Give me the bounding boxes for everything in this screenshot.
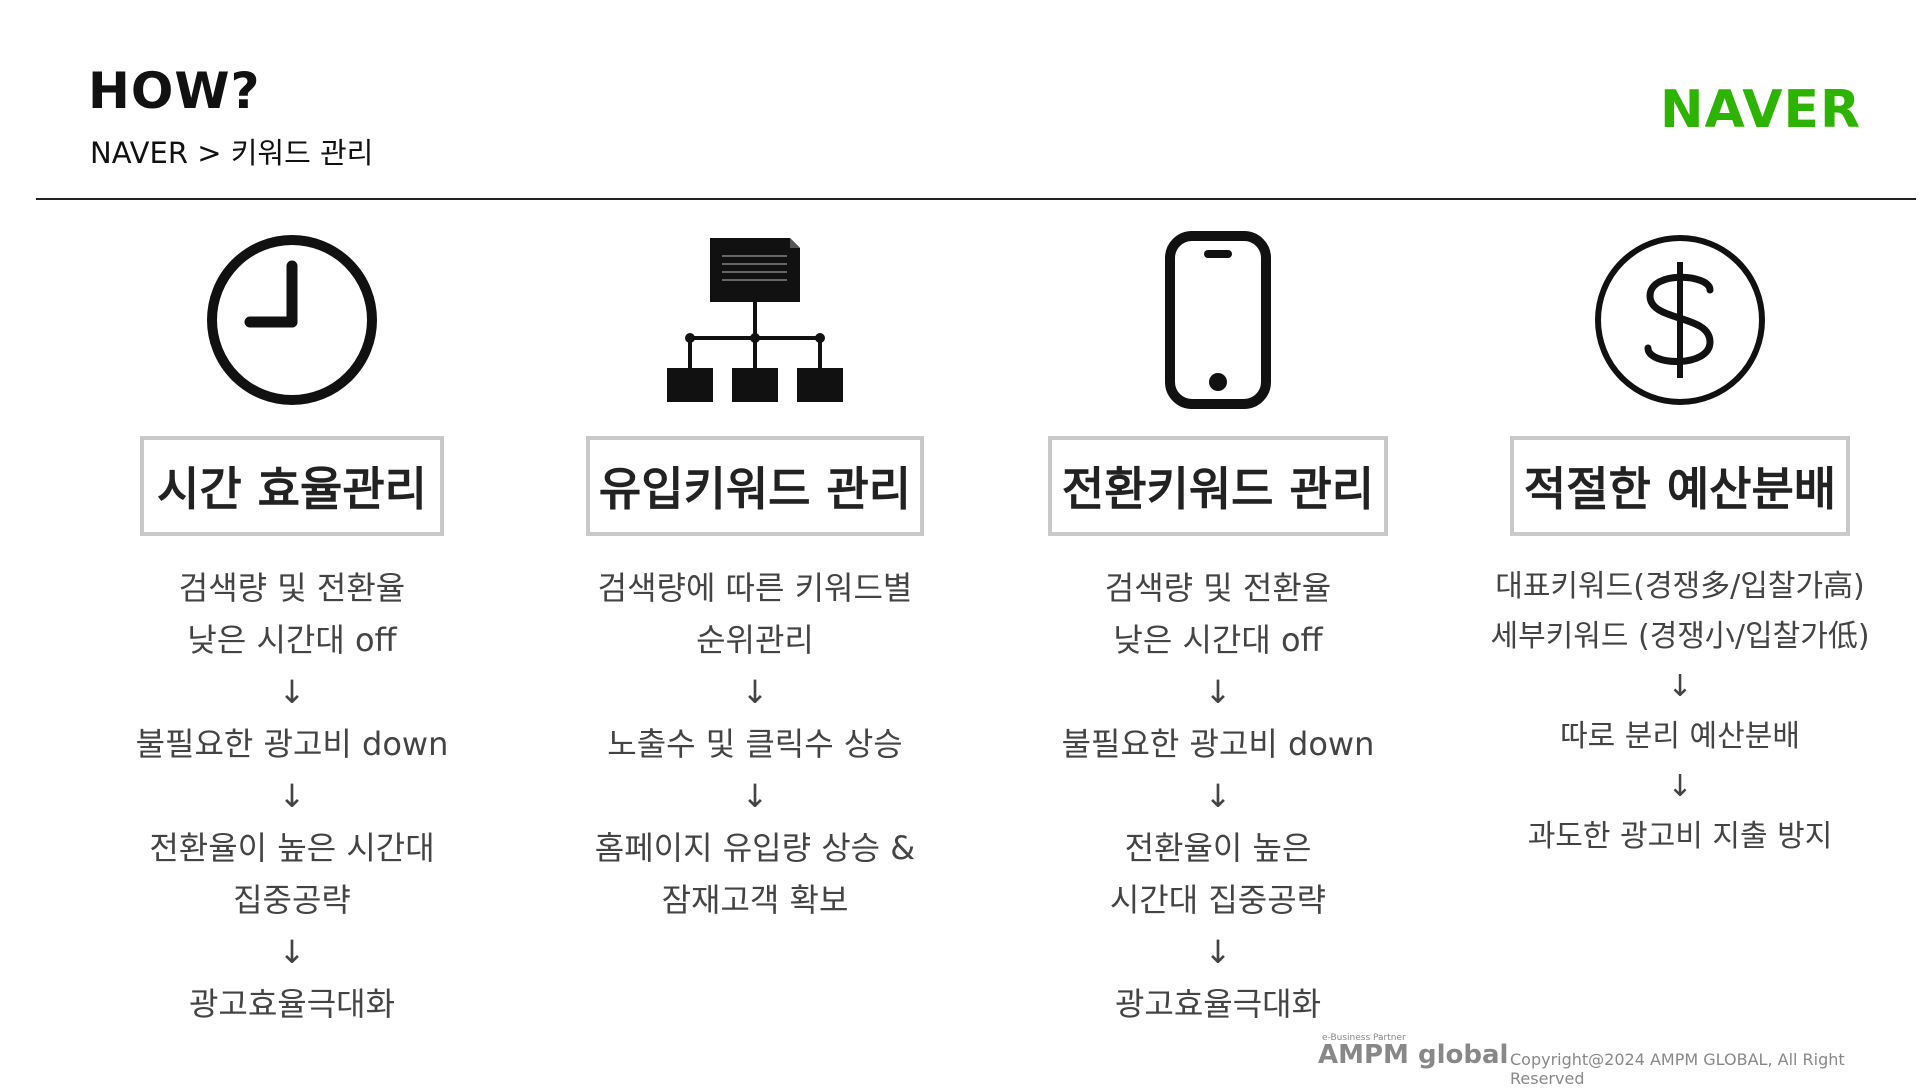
description-line: 검색량 및 전환율 [1104,569,1332,607]
arrow-down: ↓ [1667,769,1693,804]
description-line: 검색량 및 전환율 [178,569,406,607]
heading-budget-allocation: 적절한 예산분배 [1510,436,1850,536]
ampm-logo: AMPM global [1318,1040,1509,1070]
description-line: 낮은 시간대 off [1113,621,1323,659]
header-divider [36,198,1916,200]
description-time-efficiency: 검색량 및 전환율 낮은 시간대 off ↓ 불필요한 광고비 down ↓ 전… [62,562,522,1030]
description-line: 불필요한 광고비 down [135,725,449,763]
description-line: 과도한 광고비 지출 방지 [1527,819,1833,854]
arrow-down: ↓ [278,777,306,815]
description-line: 검색량에 따른 키워드별 [597,569,913,607]
arrow-down: ↓ [1204,933,1232,971]
column-budget-allocation: 적절한 예산분배 대표키워드(경쟁多/입찰가高) 세부키워드 (경쟁小/입찰가低… [1450,230,1910,862]
heading-inflow-keyword: 유입키워드 관리 [586,436,924,536]
smartphone-icon [988,230,1448,410]
arrow-down: ↓ [1204,777,1232,815]
description-line: 따로 분리 예산분배 [1560,719,1800,754]
column-time-efficiency: 시간 효율관리 검색량 및 전환율 낮은 시간대 off ↓ 불필요한 광고비 … [62,230,522,1030]
sitemap-icon [525,230,985,410]
heading-conversion-keyword: 전환키워드 관리 [1048,436,1388,536]
description-conversion-keyword: 검색량 및 전환율 낮은 시간대 off ↓ 불필요한 광고비 down ↓ 전… [988,562,1448,1030]
description-inflow-keyword: 검색량에 따른 키워드별 순위관리 ↓ 노출수 및 클릭수 상승 ↓ 홈페이지 … [525,562,985,926]
clock-icon [62,230,522,410]
arrow-down: ↓ [741,673,769,711]
description-line: 전환율이 높은 [1124,829,1312,867]
dollar-icon [1450,230,1910,410]
description-line: 낮은 시간대 off [187,621,397,659]
heading-time-efficiency: 시간 효율관리 [140,436,444,536]
description-line: 순위관리 [696,621,814,659]
description-line: 불필요한 광고비 down [1061,725,1375,763]
description-line: 대표키워드(경쟁多/입찰가高) [1495,569,1865,604]
description-line: 잠재고객 확보 [661,881,849,919]
partner-label: e-Business Partner [1322,1033,1406,1043]
arrow-down: ↓ [1204,673,1232,711]
arrow-down: ↓ [1667,669,1693,704]
description-line: 광고효율극대화 [188,985,396,1023]
arrow-down: ↓ [278,673,306,711]
description-line: 전환율이 높은 시간대 [149,829,435,867]
column-conversion-keyword: 전환키워드 관리 검색량 및 전환율 낮은 시간대 off ↓ 불필요한 광고비… [988,230,1448,1030]
description-line: 시간대 집중공략 [1109,881,1327,919]
breadcrumb: NAVER > 키워드 관리 [90,136,374,170]
description-line: 노출수 및 클릭수 상승 [607,725,903,763]
description-line: 광고효율극대화 [1114,985,1322,1023]
arrow-down: ↓ [278,933,306,971]
description-line: 집중공략 [233,881,351,919]
column-inflow-keyword: 유입키워드 관리 검색량에 따른 키워드별 순위관리 ↓ 노출수 및 클릭수 상… [525,230,985,926]
description-line: 세부키워드 (경쟁小/입찰가低) [1490,619,1870,654]
description-budget-allocation: 대표키워드(경쟁多/입찰가高) 세부키워드 (경쟁小/입찰가低) ↓ 따로 분리… [1450,562,1910,862]
copyright-text: Copyright@2024 AMPM GLOBAL, All Right Re… [1510,1050,1845,1088]
page-title: HOW? [88,62,261,120]
naver-logo: NAVER [1660,80,1862,140]
arrow-down: ↓ [741,777,769,815]
description-line: 홈페이지 유입량 상승 & [594,829,916,867]
